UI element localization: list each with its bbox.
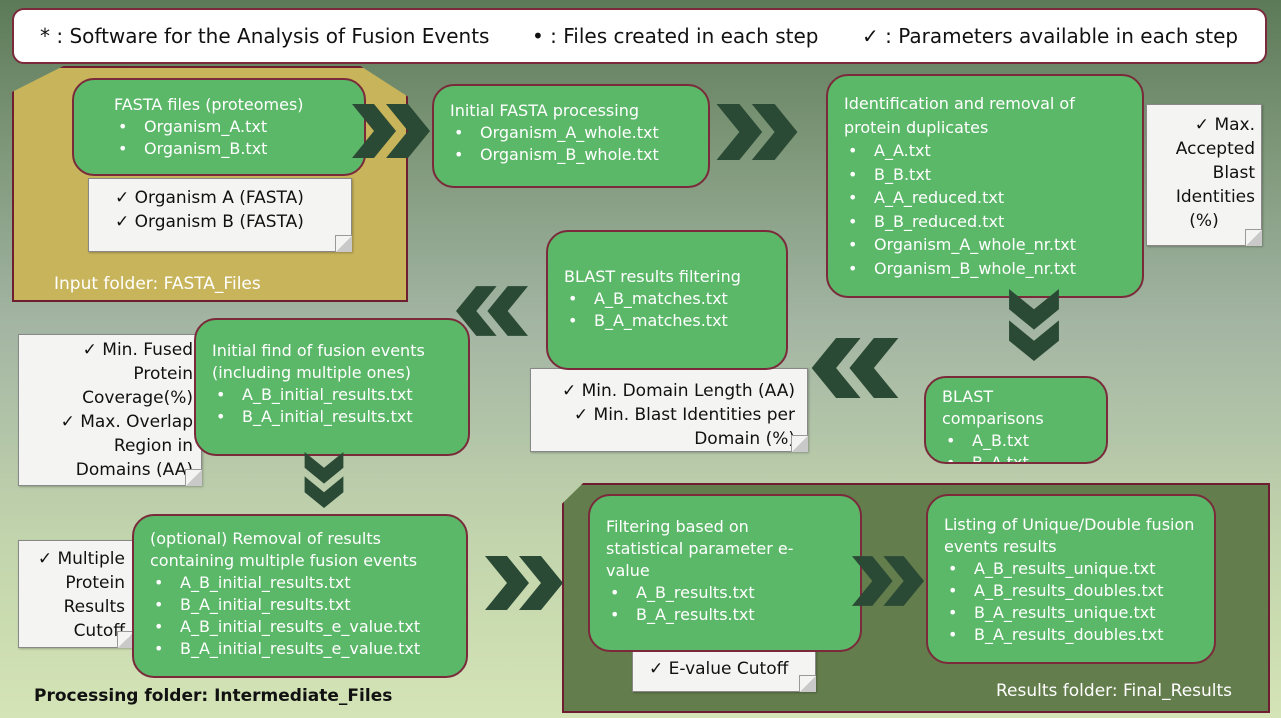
arrow-down-icon — [304, 452, 344, 508]
file-item: A_A.txt — [844, 139, 1128, 163]
step-remove-duplicates: Identification and removal of protein du… — [826, 74, 1144, 298]
param-organisms: ✓ Organism A (FASTA) ✓ Organism B (FASTA… — [88, 178, 352, 252]
page-curl — [791, 435, 808, 452]
legend-star: * : Software for the Analysis of Fusion … — [40, 24, 490, 48]
file-item: A_B_initial_results.txt — [150, 572, 452, 594]
file-list: A_A.txt B_B.txt A_A_reduced.txt B_B_redu… — [844, 139, 1128, 280]
param-organism-b: ✓ Organism B (FASTA) — [115, 212, 304, 232]
file-item: B_A_results_unique.txt — [944, 602, 1200, 624]
file-item: Organism_B_whole.txt — [450, 144, 694, 166]
input-folder-label: Input folder: FASTA_Files — [54, 274, 261, 294]
page-curl — [185, 469, 202, 486]
step-evalue-filtering: Filtering based on statistical parameter… — [588, 494, 862, 652]
legend-bullet: • : Files created in each step — [532, 24, 819, 48]
processing-folder-label: Processing folder: Intermediate_Files — [34, 686, 393, 706]
file-item: Organism_B_whole_nr.txt — [844, 257, 1128, 281]
page-curl — [799, 675, 816, 692]
page-curl — [335, 235, 352, 252]
arrow-left-icon — [811, 338, 899, 398]
arrow-right-icon — [852, 556, 924, 606]
file-list: A_B_results_unique.txt A_B_results_doubl… — [944, 558, 1200, 646]
step-blast-comparisons: BLAST comparisons A_B.txt B_A.txt — [924, 376, 1108, 464]
page-curl — [117, 631, 134, 648]
arrow-right-icon — [485, 556, 563, 610]
file-item: A_B_initial_results_e_value.txt — [150, 616, 452, 638]
results-folder-label: Results folder: Final_Results — [996, 681, 1233, 701]
file-item: A_B_initial_results.txt — [212, 384, 454, 406]
arrow-left-icon — [456, 286, 528, 336]
file-item: A_B.txt — [942, 430, 1092, 452]
file-item: B_A_initial_results_e_value.txt — [150, 638, 452, 660]
file-item: A_B_results_unique.txt — [944, 558, 1200, 580]
file-item: B_A_results.txt — [606, 604, 820, 626]
param-max-identities: ✓ Max. Accepted Blast Identities (%) — [1146, 104, 1262, 246]
file-item: B_A.txt — [942, 452, 1092, 462]
arrow-right-icon — [716, 104, 798, 160]
arrow-down-icon — [1009, 289, 1059, 361]
param-multiple-cutoff: ✓ Multiple Protein Results Cutoff — [18, 540, 134, 648]
step-blast-results-filtering: BLAST results filtering A_B_matches.txt … — [546, 230, 788, 370]
file-item: Organism_A.txt — [114, 116, 350, 138]
arrow-right-icon — [352, 104, 430, 158]
file-item: B_A_initial_results.txt — [212, 406, 454, 428]
param-domain: ✓ Min. Domain Length (AA) ✓ Min. Blast I… — [530, 368, 808, 452]
file-list: Organism_A_whole.txt Organism_B_whole.tx… — [450, 122, 694, 166]
param-fused-coverage: ✓ Min. Fused Protein Coverage(%) ✓ Max. … — [18, 334, 202, 486]
step-initial-find-fusion: Initial find of fusion events (including… — [194, 318, 470, 456]
file-item: A_B_results.txt — [606, 582, 820, 604]
file-item: Organism_A_whole.txt — [450, 122, 694, 144]
file-item: A_B_matches.txt — [564, 288, 772, 310]
file-item: Organism_B.txt — [114, 138, 350, 160]
file-item: A_A_reduced.txt — [844, 186, 1128, 210]
file-list: A_B_results.txt B_A_results.txt — [606, 582, 820, 626]
step-fasta-files: FASTA files (proteomes) Organism_A.txt O… — [72, 78, 366, 176]
legend-check: ✓ : Parameters available in each step — [862, 24, 1239, 48]
file-list: A_B.txt B_A.txt — [942, 430, 1092, 462]
file-item: B_A_matches.txt — [564, 310, 772, 332]
legend-bar: * : Software for the Analysis of Fusion … — [12, 8, 1267, 64]
file-list: Organism_A.txt Organism_B.txt — [114, 116, 350, 160]
file-item: B_A_initial_results.txt — [150, 594, 452, 616]
file-list: A_B_initial_results.txt B_A_initial_resu… — [212, 384, 454, 428]
step-listing-unique-double: Listing of Unique/Double fusion events r… — [926, 494, 1216, 664]
page-curl — [1245, 229, 1262, 246]
file-item: A_B_results_doubles.txt — [944, 580, 1200, 602]
file-item: B_B.txt — [844, 163, 1128, 187]
step-initial-fasta-processing: Initial FASTA processing Organism_A_whol… — [432, 84, 710, 188]
file-item: B_B_reduced.txt — [844, 210, 1128, 234]
file-item: Organism_A_whole_nr.txt — [844, 233, 1128, 257]
param-organism-a: ✓ Organism A (FASTA) — [115, 188, 304, 208]
file-list: A_B_initial_results.txt B_A_initial_resu… — [150, 572, 452, 660]
file-item: B_A_results_doubles.txt — [944, 624, 1200, 646]
step-removal-multiple-fusion: (optional) Removal of results containing… — [132, 514, 468, 678]
param-evalue-cutoff: ✓ E-value Cutoff — [632, 648, 816, 692]
file-list: A_B_matches.txt B_A_matches.txt — [564, 288, 772, 332]
